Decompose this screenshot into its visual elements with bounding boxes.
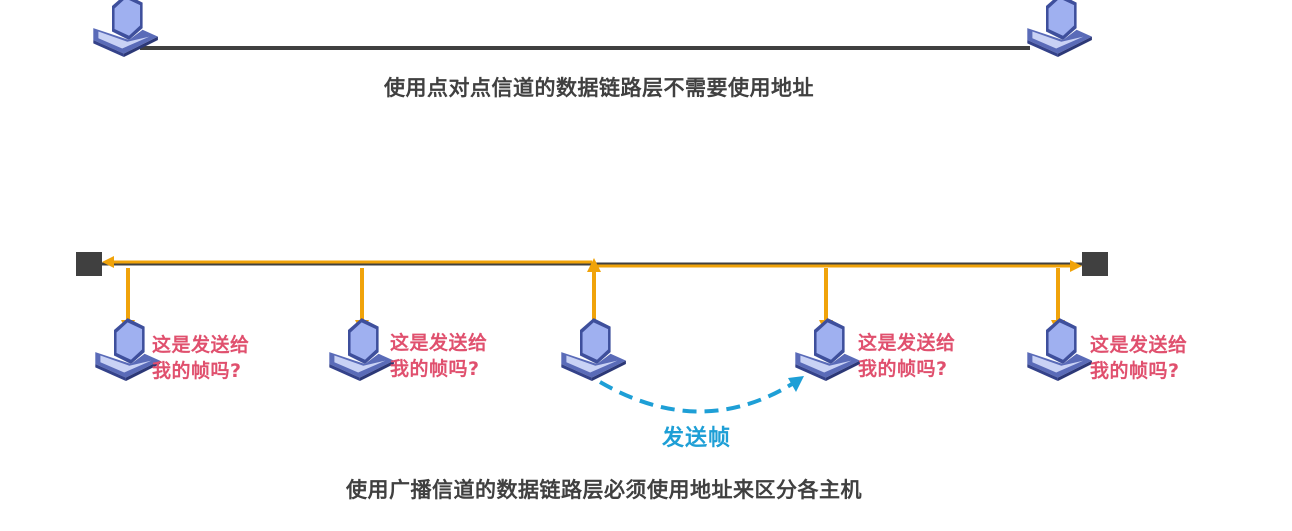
host-1-question-line2: 我的帧吗? (152, 360, 242, 382)
send-frame-arrowhead (788, 376, 804, 392)
laptop-icon (561, 318, 626, 381)
host-4-question: 这是发送给 我的帧吗? (858, 330, 956, 382)
bus-arrow-left (102, 256, 114, 268)
laptop-icon (95, 318, 160, 381)
bus-arrow-right (1070, 260, 1082, 272)
p2p-caption: 使用点对点信道的数据链路层不需要使用地址 (384, 76, 814, 100)
host-4-question-line1: 这是发送给 (858, 332, 956, 354)
bus-terminator-icon (76, 252, 102, 276)
host-5-question: 这是发送给 我的帧吗? (1090, 332, 1188, 384)
send-frame-label: 发送帧 (662, 426, 732, 451)
laptop-icon (795, 318, 860, 381)
broadcast-caption: 使用广播信道的数据链路层必须使用地址来区分各主机 (346, 478, 862, 502)
host-5-question-line1: 这是发送给 (1090, 334, 1188, 356)
host-1-question-line1: 这是发送给 (152, 334, 250, 356)
laptop-icon (1027, 0, 1092, 58)
laptop-icon (1027, 318, 1092, 381)
drop-arrow-3 (587, 258, 601, 272)
host-2-question: 这是发送给 我的帧吗? (390, 330, 488, 382)
host-4-question-line2: 我的帧吗? (858, 358, 948, 380)
host-5-question-line2: 我的帧吗? (1090, 360, 1180, 382)
laptop-icon (329, 318, 394, 381)
bus-terminator-icon (1082, 252, 1108, 276)
host-2-question-line1: 这是发送给 (390, 332, 488, 354)
host-2-question-line2: 我的帧吗? (390, 358, 480, 380)
send-frame-arrow (598, 380, 794, 414)
host-1-question: 这是发送给 我的帧吗? (152, 332, 250, 384)
